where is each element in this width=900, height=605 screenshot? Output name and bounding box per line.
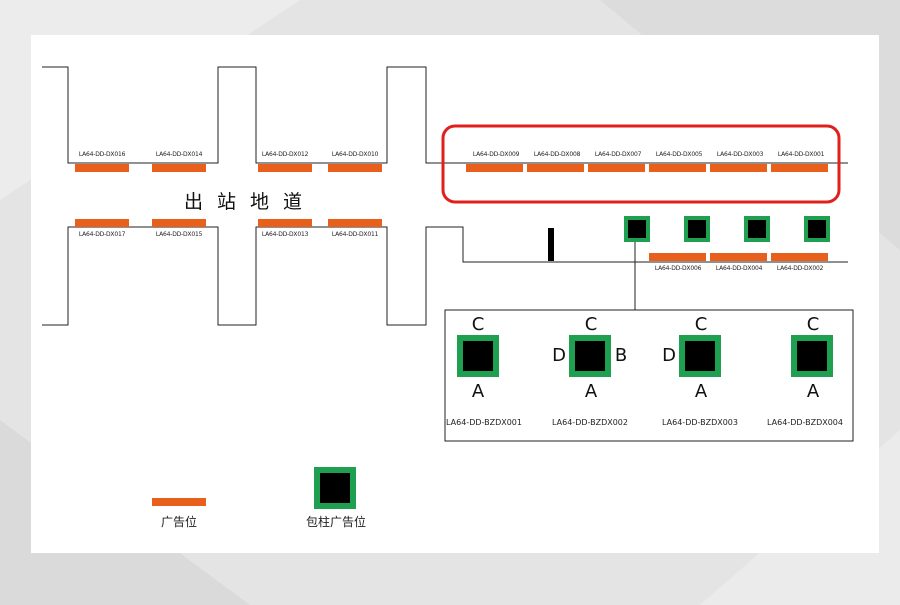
- ad-spot-label: LA64-DD-DX015: [155, 231, 203, 238]
- pillar-face-top: C: [806, 314, 820, 335]
- ad-spot-label: LA64-DD-DX010: [331, 151, 379, 158]
- ad-spot-label: LA64-DD-DX008: [533, 151, 581, 158]
- ad-spot-bar: [152, 164, 206, 172]
- ad-spot-bar: [771, 253, 828, 261]
- ad-spot-label: LA64-DD-DX016: [78, 151, 126, 158]
- ad-spot-bar: [466, 164, 523, 172]
- pillar-face-bottom: A: [471, 381, 485, 402]
- ad-spot-label: LA64-DD-DX011: [331, 231, 379, 238]
- pillar-label: LA64-DD-BZDX003: [662, 418, 738, 427]
- pillar-large: [679, 335, 721, 377]
- pillar-label: LA64-DD-BZDX001: [446, 418, 522, 427]
- pillar-face-top: C: [471, 314, 485, 335]
- ad-spot-bar: [527, 164, 584, 172]
- pillar-large: [457, 335, 499, 377]
- ad-spot-label: LA64-DD-DX003: [716, 151, 764, 158]
- pillar-face-right: B: [614, 345, 628, 366]
- highlight-region: [441, 124, 841, 204]
- pillar-face-bottom: A: [694, 381, 708, 402]
- ad-spot-bar: [649, 164, 706, 172]
- pillar-marker-2[interactable]: [684, 216, 710, 242]
- ad-spot-bar: [588, 164, 645, 172]
- ad-spot-bar: [75, 219, 129, 227]
- pillar-marker-3[interactable]: [744, 216, 770, 242]
- corridor-outline: [42, 66, 854, 442]
- pillar-face-bottom: A: [806, 381, 820, 402]
- pillar-face-left: D: [662, 345, 676, 366]
- ad-spot-bar: [152, 219, 206, 227]
- ad-spot-label: LA64-DD-DX005: [655, 151, 703, 158]
- ad-spot-bar: [710, 164, 767, 172]
- ad-spot-bar: [258, 164, 312, 172]
- legend-pillar-swatch: [314, 467, 356, 509]
- pillar-large: [791, 335, 833, 377]
- ad-spot-bar: [710, 253, 767, 261]
- legend-ad-spot-label: 广告位: [160, 515, 198, 529]
- ad-spot-label: LA64-DD-DX002: [776, 265, 824, 272]
- pillar-large: [569, 335, 611, 377]
- pillar-label: LA64-DD-BZDX002: [552, 418, 628, 427]
- legend-ad-spot-swatch: [152, 498, 206, 506]
- ad-spot-bar: [258, 219, 312, 227]
- ad-spot-label: LA64-DD-DX014: [155, 151, 203, 158]
- ad-spot-label: LA64-DD-DX004: [715, 265, 763, 272]
- ad-spot-label: LA64-DD-DX001: [777, 151, 825, 158]
- ad-spot-bar: [328, 164, 382, 172]
- legend-pillar-label: 包柱广告位: [305, 515, 367, 529]
- pillar-face-top: C: [694, 314, 708, 335]
- pillar-face-left: D: [552, 345, 566, 366]
- pillar-face-top: C: [584, 314, 598, 335]
- ad-spot-label: LA64-DD-DX012: [261, 151, 309, 158]
- ad-spot-bar: [649, 253, 706, 261]
- pillar-marker-1[interactable]: [624, 216, 650, 242]
- corridor-title: 出站地道: [184, 191, 317, 213]
- ad-spot-bar: [75, 164, 129, 172]
- ad-spot-label: LA64-DD-DX013: [261, 231, 309, 238]
- ad-spot-label: LA64-DD-DX007: [594, 151, 642, 158]
- ad-spot-bar: [328, 219, 382, 227]
- pillar-marker-4[interactable]: [804, 216, 830, 242]
- ad-spot-bar: [771, 164, 828, 172]
- ad-spot-label: LA64-DD-DX006: [654, 265, 702, 272]
- ad-spot-label: LA64-DD-DX009: [472, 151, 520, 158]
- pillar-label: LA64-DD-BZDX004: [767, 418, 843, 427]
- pillar-face-bottom: A: [584, 381, 598, 402]
- ad-spot-label: LA64-DD-DX017: [78, 231, 126, 238]
- station-map-canvas: 出站地道 LA64-DD-DX016 LA64-DD-DX014 LA64-DD…: [31, 35, 879, 553]
